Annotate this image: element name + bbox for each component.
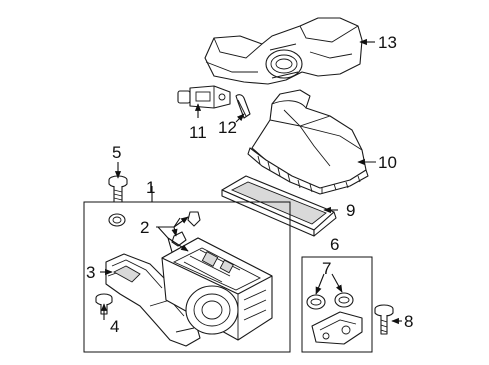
callout-11: 11 <box>189 123 207 142</box>
callout-12: 12 <box>218 118 237 137</box>
grommets-part-7 <box>306 292 354 310</box>
air-cleaner-cover <box>247 89 369 195</box>
callout-1: 1 <box>146 178 155 197</box>
assembly-1-frame <box>83 201 291 353</box>
mass-air-flow-sensor <box>177 85 231 109</box>
callout-10: 10 <box>378 153 397 172</box>
callout-8: 8 <box>404 312 413 331</box>
callout-9: 9 <box>346 201 355 220</box>
callout-7: 7 <box>322 259 331 278</box>
mounting-bracket <box>311 311 363 345</box>
callout-13: 13 <box>378 33 397 52</box>
air-duct-resonator <box>204 17 363 85</box>
hose-clamp <box>235 94 251 119</box>
callout-labels: 13 11 12 10 5 1 9 2 6 7 3 8 4 <box>86 33 413 336</box>
bolt-part-8 <box>374 304 394 335</box>
bolt-part-5 <box>108 175 128 203</box>
callout-3: 3 <box>86 263 95 282</box>
callout-2: 2 <box>140 218 149 237</box>
assembly-6-frame <box>301 256 373 353</box>
air-cleaner-housing <box>161 237 273 341</box>
callout-4: 4 <box>110 317 119 336</box>
leader-lines <box>100 38 402 325</box>
callout-6: 6 <box>330 235 339 254</box>
callout-5: 5 <box>112 143 121 162</box>
